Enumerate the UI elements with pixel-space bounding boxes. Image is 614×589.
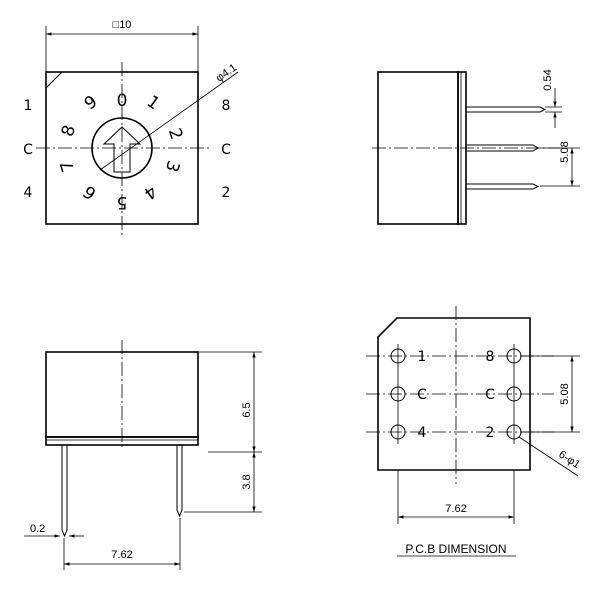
front-pin-right	[176, 445, 183, 518]
pcb-view: 1 C 4 8 C 2 5.08 6-φ1 7.62 P.C.B DIMENSI…	[366, 306, 582, 557]
corner-chamfer	[45, 71, 63, 89]
dial-digit-6: 6	[80, 181, 101, 204]
dial-digit-5: 5	[117, 192, 128, 212]
pitch-label: 7.62	[111, 549, 132, 561]
dial-digit-1: 1	[143, 92, 164, 115]
pin-dia-label: 0.2	[30, 523, 45, 535]
diameter-leader	[99, 71, 239, 171]
side-view: 0.54 5.08	[372, 69, 580, 225]
pcb-label-right-top: 8	[486, 349, 495, 365]
pcb-label-right-mid: C	[485, 387, 495, 403]
pin-top	[466, 106, 547, 113]
pin-pitch-label: 5.08	[559, 141, 571, 162]
pcb-label-left-mid: C	[417, 387, 427, 403]
pcb-horizontal-label: 7.62	[445, 503, 466, 515]
width-dimension-label: □10	[113, 19, 132, 31]
terminal-label-left-mid: C	[23, 142, 33, 158]
body-height-label: 6.5	[241, 402, 253, 417]
dial-digit-8: 8	[58, 123, 80, 139]
terminal-label-left-top: 1	[24, 98, 33, 114]
top-view: □10 φ4.1 0 1 2 3 4 5 6 7 8 9 1 C 4 8 C 2	[23, 19, 239, 238]
dial-digit-7: 7	[57, 158, 79, 174]
dial-digit-2: 2	[164, 126, 186, 142]
pcb-label-left-top: 1	[418, 349, 427, 365]
front-view: 6.5 3.8 0.2 7.62	[24, 340, 262, 570]
dial-digit-0: 0	[117, 91, 128, 111]
hole-label: 6-φ1	[556, 448, 582, 471]
pcb-label-left-bottom: 4	[418, 425, 427, 441]
terminal-label-left-bottom: 4	[24, 185, 33, 201]
pin-length-label: 3.8	[241, 474, 253, 489]
terminal-label-right-bottom: 2	[222, 185, 231, 201]
dial-digit-4: 4	[140, 181, 161, 204]
dial-digit-9: 9	[81, 92, 102, 115]
pin-width-label: 0.54	[542, 69, 554, 90]
dial-digit-3: 3	[161, 158, 183, 174]
arrow-pointer-icon	[102, 126, 142, 173]
pcb-outline	[377, 317, 531, 471]
knob-circle	[91, 117, 153, 179]
hole-leader	[518, 436, 579, 477]
pcb-label-right-bottom: 2	[486, 425, 495, 441]
pin-middle	[466, 144, 539, 152]
terminal-label-right-mid: C	[221, 142, 231, 158]
diameter-label: φ4.1	[214, 62, 239, 85]
pin-bottom	[466, 183, 540, 190]
terminal-label-right-top: 8	[222, 98, 231, 114]
front-pin-left	[61, 445, 68, 538]
pcb-vertical-label: 5.08	[559, 383, 571, 404]
pcb-caption: P.C.B DIMENSION	[405, 542, 506, 556]
